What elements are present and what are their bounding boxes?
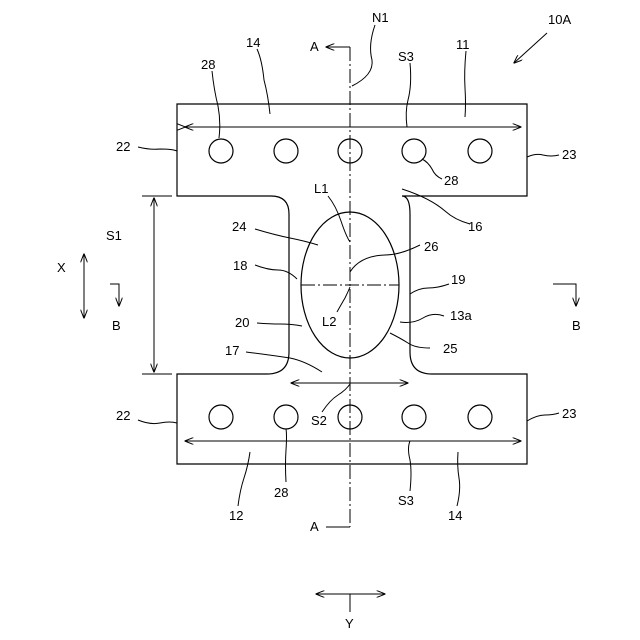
- label-22-top: 22: [116, 139, 130, 154]
- label-12: 12: [229, 508, 243, 523]
- label-13a: 13a: [450, 308, 472, 323]
- label-b-left: B: [112, 318, 121, 333]
- leader-l2: [337, 287, 350, 312]
- label-17: 17: [225, 343, 239, 358]
- label-l2: L2: [322, 314, 336, 329]
- label-18: 18: [233, 258, 247, 273]
- leader-20: [257, 323, 302, 326]
- leader-12: [238, 452, 250, 506]
- leader-16: [402, 189, 470, 224]
- leader-28-bottom: [286, 429, 287, 482]
- hole: [209, 405, 233, 429]
- hole: [209, 139, 233, 163]
- figure-label: 10A: [548, 12, 571, 27]
- label-y: Y: [345, 616, 354, 631]
- hole: [274, 139, 298, 163]
- figure-label-arrow: [514, 33, 547, 63]
- section-b-left-marker: [110, 284, 119, 306]
- leader-23-bottom: [527, 413, 559, 421]
- label-n1: N1: [372, 10, 389, 25]
- label-l1: L1: [314, 181, 328, 196]
- leader-18: [255, 265, 297, 279]
- label-a-bottom: A: [310, 519, 319, 534]
- leader-n1: [352, 25, 375, 86]
- leader-28-top-right: [422, 159, 442, 179]
- leader-24: [255, 229, 318, 245]
- leader-22-bottom: [138, 420, 177, 424]
- label-a-top: A: [310, 39, 319, 54]
- label-28-top-left: 28: [201, 57, 215, 72]
- label-23-bottom: 23: [562, 406, 576, 421]
- label-19: 19: [451, 272, 465, 287]
- hole: [468, 405, 492, 429]
- label-22-bottom: 22: [116, 408, 130, 423]
- leader-13a: [400, 314, 444, 322]
- label-14-top: 14: [246, 35, 260, 50]
- leader-s2: [322, 384, 350, 412]
- hole: [274, 405, 298, 429]
- section-b-right-marker: [553, 284, 576, 306]
- leader-14-bottom: [457, 452, 460, 506]
- leader-19: [410, 284, 449, 294]
- label-11: 11: [456, 37, 470, 52]
- label-s1: S1: [106, 228, 122, 243]
- label-28-bottom: 28: [274, 485, 288, 500]
- label-23-top: 23: [562, 147, 576, 162]
- label-b-right: B: [572, 318, 581, 333]
- leader-23-top: [527, 154, 559, 157]
- label-16: 16: [468, 219, 482, 234]
- leader-lines: [138, 25, 559, 506]
- label-20: 20: [235, 315, 249, 330]
- body-outline: [177, 104, 527, 464]
- label-s3-top: S3: [398, 49, 414, 64]
- hole: [468, 139, 492, 163]
- label-26: 26: [424, 239, 438, 254]
- leader-s3-bottom: [409, 441, 412, 491]
- label-28-top-right: 28: [444, 173, 458, 188]
- label-25: 25: [443, 341, 457, 356]
- label-24: 24: [232, 219, 246, 234]
- hole: [402, 405, 426, 429]
- label-s2: S2: [311, 413, 327, 428]
- leader-22-top: [138, 147, 177, 151]
- leader-l1: [328, 196, 350, 242]
- leader-17: [246, 352, 322, 372]
- leader-11: [465, 51, 466, 117]
- label-14-bottom: 14: [448, 508, 462, 523]
- leader-s3-top: [406, 63, 410, 127]
- label-x: X: [57, 260, 66, 275]
- label-s3-bottom: S3: [398, 493, 414, 508]
